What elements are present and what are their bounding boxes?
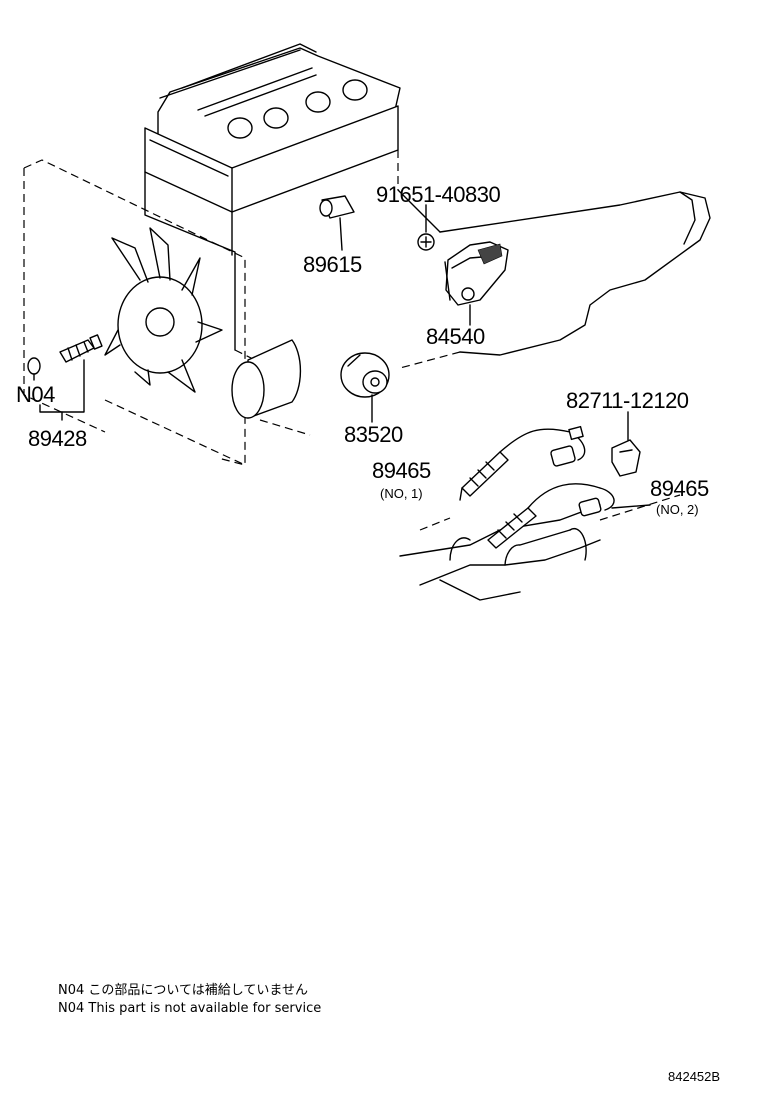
note-english: N04 This part is not available for servi… — [58, 1001, 322, 1016]
part-label-89615: 89615 — [303, 252, 362, 277]
crank-pulley — [231, 339, 311, 436]
neutral-start-switch — [417, 204, 509, 326]
oxygen-sensor-no1 — [459, 425, 586, 501]
part-label-83520: 83520 — [344, 422, 403, 447]
part-label-91651-40830: 91651-40830 — [376, 182, 501, 207]
transmission-case — [397, 189, 711, 369]
vehicle-speed-sensor — [340, 352, 390, 423]
part-label-82711-12120: 82711-12120 — [566, 388, 689, 413]
part-label-84540: 84540 — [426, 324, 485, 349]
part-label-n04: N04 — [16, 382, 55, 407]
oxygen-sensor-no2 — [487, 483, 651, 549]
engine-block — [144, 43, 401, 361]
cooling-fan — [104, 227, 223, 393]
radiator-outline — [23, 159, 246, 466]
diagram-code: 842452B — [668, 1069, 721, 1084]
sub-label-no2: (NO, 2) — [656, 502, 699, 517]
coolant-temp-sensor — [27, 334, 103, 421]
note-japanese: N04 この部品については補給していません — [58, 983, 308, 998]
oil-pressure-switch — [319, 195, 355, 251]
sensor-clamp — [611, 411, 641, 477]
part-label-89465-no1: 89465 — [372, 458, 431, 483]
exhaust-pipe — [399, 494, 681, 601]
part-label-89465-no2: 89465 — [650, 476, 709, 501]
sub-label-no1: (NO, 1) — [380, 486, 423, 501]
part-label-89428: 89428 — [28, 426, 87, 451]
